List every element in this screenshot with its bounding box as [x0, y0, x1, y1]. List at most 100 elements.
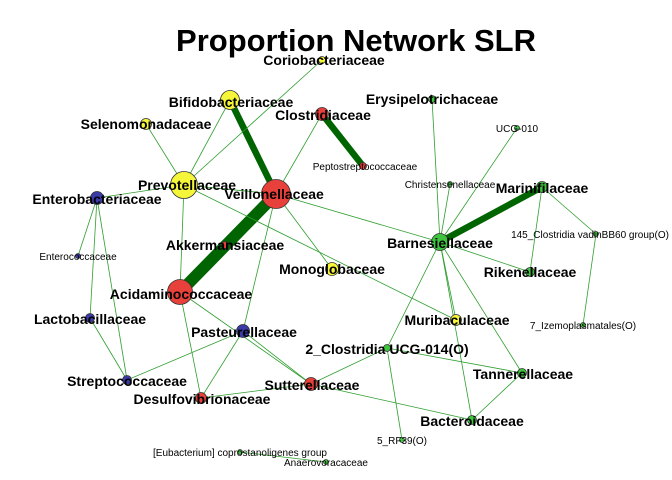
edge-barnesiellaceae-marinifilaceae: [438, 184, 544, 245]
node-monoglobaceae[interactable]: [325, 262, 339, 276]
edge-sutterellaceae-desulfovibrionaceae: [200, 383, 312, 399]
node-muribaculaceae[interactable]: [450, 314, 462, 326]
edge-veillonellaceae-pasteurellaceae: [242, 193, 277, 332]
node-label-streptococcaceae: Streptococcaceae: [67, 373, 187, 389]
edge-sutterellaceae-clostridia_ucg014: [310, 347, 388, 385]
node-label-lactobacillaceae: Lactobacillaceae: [34, 311, 146, 327]
edge-streptococcaceae-pasteurellaceae: [126, 330, 244, 381]
edge-veillonellaceae-clostridiaceae: [275, 113, 323, 195]
node-selenomonadaceae[interactable]: [140, 118, 152, 130]
node-ucg010[interactable]: [514, 125, 520, 131]
edge-sutterellaceae-bacteroidaceae: [310, 383, 473, 421]
node-rf39[interactable]: [399, 437, 405, 443]
label-layer: CoriobacteriaceaeBifidobacteriaceaeSelen…: [32, 52, 669, 469]
node-label-muribaculaceae: Muribaculaceae: [404, 312, 509, 328]
node-eubacterium[interactable]: [237, 449, 243, 455]
node-erysipelotrichaceae[interactable]: [428, 95, 436, 103]
node-label-rikenellaceae: Rikenellaceae: [484, 264, 577, 280]
node-label-prevotellaceae: Prevotellaceae: [138, 177, 236, 193]
node-acidaminococcaceae[interactable]: [167, 279, 193, 305]
node-label-izemoplasmatales: 7_Izemoplasmatales(O): [530, 321, 636, 332]
node-label-barnesiellaceae: Barnesiellaceae: [387, 235, 493, 251]
node-label-bacteroidaceae: Bacteroidaceae: [420, 413, 524, 429]
node-sutterellaceae[interactable]: [304, 377, 318, 391]
edge-marinifilaceae-clostridia_vadin: [541, 186, 597, 235]
edge-enterobacteriaceae-lactobacillaceae: [89, 197, 98, 319]
edge-barnesiellaceae-christensenellaceae: [439, 183, 451, 243]
node-label-akkermansiaceae: Akkermansiaceae: [166, 237, 285, 253]
node-coriobacteriaceae[interactable]: [318, 56, 326, 64]
edge-barnesiellaceae-bacteroidaceae: [439, 241, 473, 421]
node-enterobacteriaceae[interactable]: [90, 191, 104, 205]
edge-lactobacillaceae-streptococcaceae: [89, 317, 128, 381]
node-label-coriobacteriaceae: Coriobacteriaceae: [263, 52, 385, 68]
node-marinifilaceae[interactable]: [536, 181, 548, 193]
node-label-pasteurellaceae: Pasteurellaceae: [191, 324, 297, 340]
edge-acidaminococcaceae-desulfovibrionaceae: [179, 291, 202, 399]
node-label-tannerellaceae: Tannerellaceae: [473, 366, 573, 382]
node-label-enterobacteriaceae: Enterobacteriaceae: [32, 191, 161, 207]
node-pasteurellaceae[interactable]: [236, 324, 250, 338]
node-label-clostridiaceae: Clostridiaceae: [275, 107, 371, 123]
node-streptococcaceae[interactable]: [122, 375, 132, 385]
node-layer: [75, 56, 599, 465]
node-prevotellaceae[interactable]: [170, 171, 198, 199]
node-desulfovibrionaceae[interactable]: [195, 392, 207, 404]
edge-bifidobacteriaceae-veillonellaceae: [227, 98, 279, 196]
node-label-ucg010: UCG-010: [496, 124, 539, 135]
edge-pasteurellaceae-desulfovibrionaceae: [200, 330, 244, 399]
edge-prevotellaceae-enterobacteriaceae: [96, 184, 185, 199]
node-bacteroidaceae[interactable]: [467, 415, 477, 425]
edge-enterobacteriaceae-streptococcaceae: [96, 197, 128, 381]
edge-prevotellaceae-veillonellaceae: [183, 184, 277, 195]
edge-clostridia_vadin-izemoplasmatales: [582, 233, 597, 326]
node-anaerovoracaceae[interactable]: [323, 459, 329, 465]
node-label-christensenellaceae: Christensenellaceae: [405, 180, 496, 191]
node-label-eubacterium: [Eubacterium] coprostanoligenes group: [153, 448, 327, 459]
node-label-clostridia_ucg014: 2_Clostridia UCG-014(O): [305, 341, 468, 357]
edge-pasteurellaceae-sutterellaceae: [242, 330, 312, 385]
node-label-marinifilaceae: Marinifilaceae: [496, 180, 589, 196]
node-label-sutterellaceae: Sutterellaceae: [265, 377, 360, 393]
node-label-veillonellaceae: Veillonellaceae: [224, 186, 324, 202]
node-barnesiellaceae[interactable]: [431, 233, 449, 251]
node-enterococcaceae[interactable]: [75, 253, 81, 259]
edge-clostridia_ucg014-tannerellaceae: [386, 347, 523, 374]
node-label-desulfovibrionaceae: Desulfovibrionaceae: [134, 391, 271, 407]
node-label-rf39: 5_RF39(O): [377, 436, 427, 447]
node-label-peptostreptococcaceae: Peptostreptococcaceae: [313, 162, 418, 173]
node-label-monoglobaceae: Monoglobaceae: [279, 261, 385, 277]
diagram-title: Proportion Network SLR: [176, 23, 536, 58]
node-label-enterococcaceae: Enterococcaceae: [39, 252, 117, 263]
edge-barnesiellaceae-tannerellaceae: [439, 241, 523, 374]
edge-coriobacteriaceae-prevotellaceae: [183, 59, 323, 186]
node-akkermansiaceae[interactable]: [221, 241, 229, 249]
node-bifidobacteriaceae[interactable]: [220, 90, 240, 110]
edge-barnesiellaceae-erysipelotrichaceae: [431, 98, 441, 243]
edge-bifidobacteriaceae-prevotellaceae: [183, 99, 231, 186]
node-clostridia_ucg014[interactable]: [383, 344, 391, 352]
edge-barnesiellaceae-ucg010: [439, 127, 518, 243]
node-clostridiaceae[interactable]: [315, 107, 329, 121]
node-label-bifidobacteriaceae: Bifidobacteriaceae: [169, 94, 294, 110]
node-christensenellaceae[interactable]: [447, 181, 453, 187]
edge-veillonellaceae-barnesiellaceae: [275, 193, 441, 243]
node-lactobacillaceae[interactable]: [85, 313, 95, 323]
edge-clostridia_ucg014-barnesiellaceae: [386, 241, 441, 349]
node-izemoplasmatales[interactable]: [580, 322, 586, 328]
edge-veillonellaceae-monoglobaceae: [275, 193, 333, 270]
edge-eubacterium-anaerovoracaceae: [239, 451, 327, 463]
node-tannerellaceae[interactable]: [517, 368, 527, 378]
node-label-anaerovoracaceae: Anaerovoracaceae: [284, 458, 368, 469]
edge-barnesiellaceae-rikenellaceae: [439, 241, 531, 273]
node-veillonellaceae[interactable]: [261, 179, 291, 209]
node-label-selenomonadaceae: Selenomonadaceae: [81, 116, 212, 132]
edge-enterobacteriaceae-enterococcaceae: [77, 197, 98, 257]
node-peptostreptococcaceae[interactable]: [359, 162, 367, 170]
edge-marinifilaceae-rikenellaceae: [529, 186, 543, 273]
node-clostridia_vadin[interactable]: [593, 231, 599, 237]
edge-clostridiaceae-peptostreptococcaceae: [319, 111, 366, 169]
node-rikenellaceae[interactable]: [525, 267, 535, 277]
edge-acidaminococcaceae-sutterellaceae: [179, 291, 312, 385]
